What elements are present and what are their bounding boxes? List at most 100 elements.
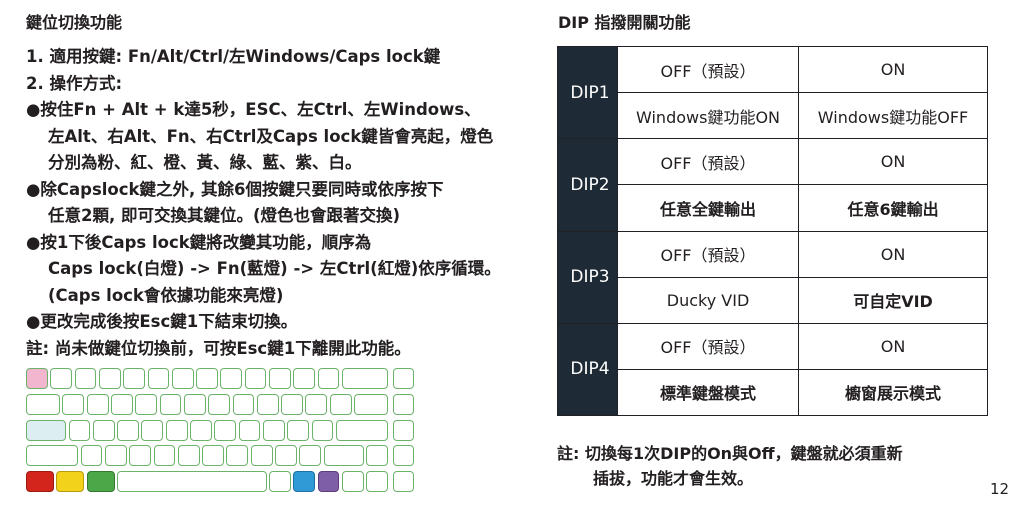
arrow-key	[341, 471, 364, 493]
keycap	[92, 419, 115, 441]
dip-on-cell: ON	[798, 230, 988, 278]
keycap	[232, 393, 255, 415]
keycap	[98, 368, 121, 389]
caps-lock-key	[26, 419, 67, 441]
dip-on-cell: ON	[798, 45, 988, 94]
dip-on-desc: 可自定VID	[798, 276, 988, 324]
dip-row: Windows鍵功能ON Windows鍵功能OFF	[558, 92, 988, 140]
dip-label: DIP3	[557, 230, 618, 324]
keycap	[50, 368, 73, 389]
keycap	[269, 368, 291, 389]
dip-row: 標準鍵盤模式 櫥窗展示模式	[558, 368, 988, 417]
keycap	[190, 419, 212, 441]
left-win-key	[56, 471, 85, 493]
dip-off-cell: OFF（預設）	[616, 322, 800, 370]
instruction-line: ●除Capslock鍵之外, 其餘6個按鍵只要同時或依序按下	[26, 179, 444, 199]
tab-key	[26, 393, 60, 415]
left-section-title: 鍵位切換功能	[26, 13, 123, 32]
instruction-line: Caps lock(白燈) -> Fn(藍燈) -> 左Ctrl(紅燈)依序循環…	[48, 259, 501, 278]
keycap	[104, 445, 127, 467]
nav-key	[392, 393, 415, 415]
keycap	[111, 393, 133, 415]
dip-note: 註: 切換每1次DIP的On與Off，鍵盤就必須重新 插拔，功能才會生效。	[557, 441, 903, 491]
spacebar-key	[117, 471, 267, 493]
dip-switch-table: DIP1 OFF（預設） ON Windows鍵功能ON Windows鍵功能O…	[557, 45, 988, 417]
keycap	[214, 419, 237, 441]
left-alt-key	[86, 471, 115, 493]
keycap	[183, 393, 206, 415]
keycap	[171, 368, 194, 389]
keycap	[256, 393, 279, 415]
dip-off-cell: OFF（預設）	[616, 138, 800, 186]
instruction-line: 2. 操作方式:	[26, 73, 123, 93]
dip-label: DIP4	[557, 322, 618, 417]
dip-row: DIP2 OFF（預設） ON	[557, 138, 988, 232]
instruction-line: 任意2顆, 即可交換其鍵位。(燈色也會跟著交換)	[48, 206, 401, 225]
dip-on-desc: Windows鍵功能OFF	[798, 92, 988, 140]
keyboard-diagram	[26, 368, 446, 498]
instruction-line: 分別為粉、紅、橙、黃、綠、藍、紫、白。	[48, 153, 362, 172]
arrow-key	[366, 471, 388, 493]
dip-row: Ducky VID 可自定VID	[558, 276, 988, 324]
dip-note-line: 註: 切換每1次DIP的On與Off，鍵盤就必須重新	[557, 444, 903, 463]
keycap	[177, 445, 200, 467]
keycap	[238, 419, 261, 441]
dip-row: DIP1 OFF（預設） ON	[557, 45, 988, 140]
dip-row: DIP4 OFF（預設） ON	[557, 322, 988, 417]
keycap	[165, 419, 188, 441]
instruction-line: (Caps lock會依據功能來亮燈)	[48, 285, 284, 305]
arrow-key	[392, 471, 415, 493]
dip-off-desc: 標準鍵盤模式	[616, 368, 800, 417]
dip-on-cell: ON	[798, 138, 988, 186]
dip-off-desc: 任意全鍵輸出	[616, 184, 800, 232]
keycap	[159, 393, 182, 415]
keycap	[275, 445, 297, 467]
dip-label: DIP2	[557, 138, 618, 232]
keycap	[311, 419, 334, 441]
right-ctrl-key	[317, 471, 340, 493]
nav-key	[392, 445, 415, 467]
keycap	[317, 368, 340, 389]
keycap	[62, 393, 85, 415]
keycap	[123, 368, 145, 389]
keycap	[293, 368, 316, 389]
keycap	[129, 445, 152, 467]
fn-key	[293, 471, 316, 493]
right-section-title: DIP 指撥開關功能	[558, 13, 691, 32]
dip-off-desc: Windows鍵功能ON	[616, 92, 800, 140]
keycap	[153, 445, 176, 467]
keycap	[202, 445, 224, 467]
instruction-line: ●更改完成後按Esc鍵1下結束切換。	[26, 312, 298, 331]
backspace-key	[341, 368, 388, 389]
keycap	[354, 393, 388, 415]
enter-key	[335, 419, 388, 441]
page-number: 12	[990, 480, 1010, 498]
keycap	[250, 445, 273, 467]
instructions: 1. 適用按鍵: Fn/Alt/Ctrl/左Windows/Caps lock鍵…	[26, 44, 556, 362]
keycap	[269, 471, 291, 493]
dip-note-line: 插拔，功能才會生效。	[593, 469, 754, 488]
keycap	[299, 445, 322, 467]
keycap	[226, 445, 249, 467]
dip-row: 任意全鍵輸出 任意6鍵輸出	[558, 184, 988, 232]
dip-row: DIP3 OFF（預設） ON	[557, 230, 988, 324]
keycap	[74, 368, 97, 389]
keycap	[135, 393, 158, 415]
keycap	[329, 393, 352, 415]
nav-key	[392, 368, 415, 389]
keycap	[141, 419, 164, 441]
right-shift-key	[323, 445, 364, 467]
instruction-line: 1. 適用按鍵: Fn/Alt/Ctrl/左Windows/Caps lock鍵	[26, 47, 441, 66]
esc-key	[26, 368, 48, 389]
keycap	[287, 419, 310, 441]
keycap	[117, 419, 139, 441]
keycap	[196, 368, 218, 389]
keycap	[244, 368, 267, 389]
dip-on-desc: 櫥窗展示模式	[798, 368, 988, 417]
keycap	[86, 393, 109, 415]
keycap	[147, 368, 170, 389]
keycap	[281, 393, 303, 415]
instruction-line: ●按住Fn + Alt + k達5秒，ESC、左Ctrl、左Windows、	[26, 100, 481, 119]
dip-on-cell: ON	[798, 322, 988, 370]
note-line: 註: 尚未做鍵位切換前，可按Esc鍵1下離開此功能。	[26, 338, 411, 358]
